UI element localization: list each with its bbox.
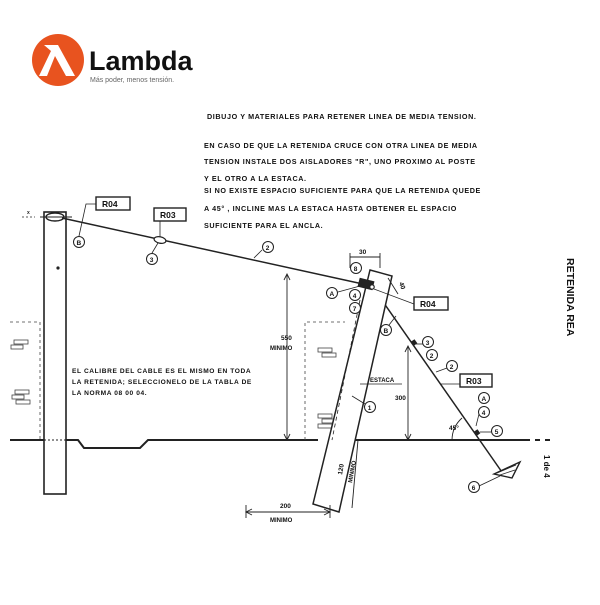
svg-text:R03: R03 (466, 376, 482, 386)
guy-wire (61, 217, 505, 476)
svg-text:2: 2 (450, 364, 454, 371)
svg-text:2: 2 (266, 245, 270, 252)
stake-top-hardware (357, 277, 375, 291)
note-line-2: TENSION INSTALE DOS AISLADORES "R", UNO … (204, 157, 476, 166)
note-line-6: SUFICIENTE PARA EL ANCLA. (204, 221, 323, 230)
callout-r04-right: R04 (373, 288, 449, 311)
brick-pattern-icon (10, 339, 31, 405)
svg-text:8: 8 (354, 266, 358, 273)
side-title: RETENIDA REA (564, 258, 576, 337)
part-1: 1 (364, 401, 376, 413)
anchor-clamp (411, 339, 481, 436)
svg-text:B: B (384, 328, 389, 335)
dim-200: 200 (280, 503, 291, 510)
part-3-left: 3 (146, 253, 158, 265)
svg-text:R04: R04 (420, 299, 436, 309)
logo-mark-lambda (39, 45, 75, 76)
svg-text:5: 5 (495, 429, 499, 436)
brand-name: Lambda (89, 46, 194, 76)
dim-300: 300 (395, 395, 406, 402)
part-3-right: 3 (422, 336, 434, 348)
brick-pattern-icon (317, 347, 337, 429)
utility-pole: x (22, 210, 72, 495)
page-number: 1 de 4 (542, 455, 551, 478)
cable-note: EL CALIBRE DEL CABLE ES EL MISMO EN TODA… (72, 368, 252, 397)
callout-r03-left: R03 (153, 207, 187, 237)
dim-120-minimo: MINIMO (348, 460, 358, 483)
dim-200-minimo: MINIMO (270, 518, 293, 524)
callout-r03-right: R03 (440, 373, 493, 388)
part-8: 8 (350, 262, 362, 274)
part-7: 7 (349, 302, 361, 314)
part-2-mid: 2 (446, 360, 458, 372)
note-line-4: SI NO EXISTE ESPACIO SUFICIENTE PARA QUE… (204, 186, 481, 195)
svg-text:3: 3 (426, 340, 430, 347)
dim-120: 120 (337, 463, 346, 475)
background-wall-left (10, 321, 41, 440)
angle-45: 45° (449, 424, 459, 432)
svg-text:6: 6 (472, 485, 476, 492)
drawing-title: DIBUJO Y MATERIALES PARA RETENER LINEA D… (207, 112, 476, 121)
svg-text:x: x (27, 210, 30, 216)
svg-text:2: 2 (430, 353, 434, 360)
svg-text:R03: R03 (160, 210, 176, 220)
part-2-top: 2 (262, 241, 274, 253)
note-line-3: Y EL OTRO A LA ESTACA. (204, 174, 307, 183)
header-notes: DIBUJO Y MATERIALES PARA RETENER LINEA D… (204, 112, 481, 230)
brand-tagline: Más poder, menos tensión. (90, 77, 174, 84)
cable-note-line-1: EL CALIBRE DEL CABLE ES EL MISMO EN TODA (72, 368, 251, 375)
estaca-label: ESTACA (370, 378, 395, 384)
callout-r04-left: R04 (78, 196, 131, 237)
svg-text:3: 3 (150, 257, 154, 264)
note-line-1: EN CASO DE QUE LA RETENIDA CRUCE CON OTR… (204, 141, 478, 150)
dimension-lines (244, 253, 463, 518)
svg-text:B: B (77, 240, 82, 247)
part-4-upper: 4 (349, 289, 361, 301)
note-line-5: A 45° , INCLINE MAS LA ESTACA HASTA OBTE… (204, 204, 457, 213)
lambda-logo: Lambda Más poder, menos tensión. (32, 34, 194, 86)
svg-text:A: A (330, 291, 335, 298)
cable-note-line-2: LA RETENIDA; SELECCIONELO DE LA TABLA DE (72, 379, 252, 386)
dim-550-minimo: MINIMO (270, 346, 293, 352)
dim-40: 40 (397, 281, 406, 291)
dim-30: 30 (359, 249, 367, 256)
part-b-left: B (73, 236, 85, 248)
cable-note-line-3: LA NORMA 08 00 04. (72, 390, 147, 397)
stake-estaca (312, 269, 393, 513)
part-2-right: 2 (426, 349, 438, 361)
part-4-lower: 4 (478, 406, 490, 418)
part-6: 6 (468, 481, 480, 493)
svg-text:4: 4 (482, 410, 486, 417)
insulator-left (153, 236, 167, 244)
svg-text:4: 4 (353, 293, 357, 300)
part-a-lower: A (478, 392, 490, 404)
ground-line (10, 439, 550, 449)
svg-text:A: A (482, 396, 487, 403)
anchor-plate (491, 460, 522, 479)
part-5: 5 (491, 425, 503, 437)
svg-text:1: 1 (368, 405, 372, 412)
svg-text:R04: R04 (102, 199, 118, 209)
part-a-upper: A (326, 287, 338, 299)
svg-text:7: 7 (353, 306, 357, 313)
dim-550: 550 (281, 335, 292, 342)
part-b-right: B (380, 324, 392, 336)
